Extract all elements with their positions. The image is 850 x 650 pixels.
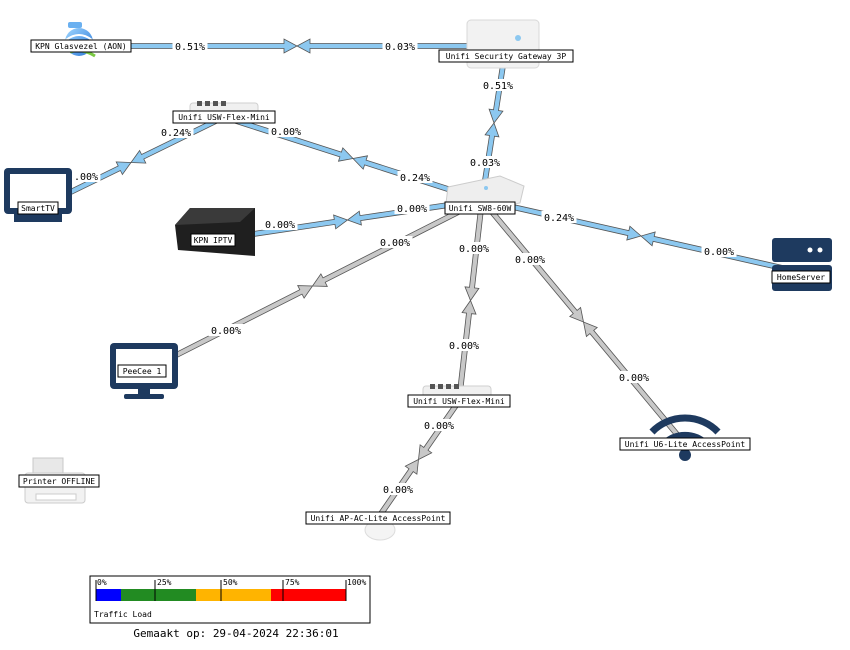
link-arrow-outbound <box>130 114 226 164</box>
node-label-u6lite[interactable]: Unifi U6-Lite AccessPoint <box>619 437 751 451</box>
link-percent-bg <box>208 324 244 336</box>
legend-band <box>96 589 121 601</box>
node-label-text: Unifi USW-Flex-Mini <box>178 113 270 122</box>
link-percent-bg <box>394 202 430 214</box>
legend-tick-25: 25% <box>157 578 172 587</box>
legend-tick-50: 50% <box>223 578 238 587</box>
node-label-text: Unifi AP-AC-Lite AccessPoint <box>311 514 446 523</box>
node-label-sw60[interactable]: Unifi SW8-60W <box>444 201 516 215</box>
node-label-printer[interactable]: Printer OFFLINE <box>18 474 100 488</box>
node-label-text: Unifi USW-Flex-Mini <box>413 397 505 406</box>
node-label-text: KPN IPTV <box>194 236 233 245</box>
link-sw60-homeserver[interactable]: 0.24% 0.00% <box>480 197 802 275</box>
node-label-text: KPN Glasvezel (AON) <box>35 42 127 51</box>
node-label-text: Unifi Security Gateway 3P <box>446 52 567 61</box>
node-label-text: Printer OFFLINE <box>23 477 95 486</box>
legend-band <box>121 589 196 601</box>
link-arrow-inbound <box>582 321 688 447</box>
link-percent-a: 0.00% <box>459 244 489 255</box>
node-label-peecee[interactable]: PeeCee 1 <box>117 364 167 378</box>
node-label-text: Unifi U6-Lite AccessPoint <box>625 440 746 449</box>
link-percent-a: 0.00% <box>515 255 545 266</box>
link-percent-bg <box>467 156 503 168</box>
link-usg-sw60[interactable]: 0.51% 0.03% <box>467 45 516 201</box>
node-label-text: HomeServer <box>777 273 825 282</box>
node-label-smarttv[interactable]: SmartTV <box>17 201 59 215</box>
node-label-apac[interactable]: Unifi AP-AC-Lite AccessPoint <box>305 511 451 525</box>
link-kpn-usg[interactable]: 0.51% 0.03% <box>87 38 507 54</box>
node-label-text: PeeCee 1 <box>123 367 162 376</box>
link-percent-bg <box>172 40 208 52</box>
link-percent-bg <box>380 483 416 495</box>
link-percent-bg <box>616 371 652 383</box>
generated-timestamp: Gemaakt op: 29-04-2024 22:36:01 <box>133 627 338 640</box>
link-sw60-flex2[interactable]: 0.00% 0.00% <box>446 199 492 402</box>
node-label-text: SmartTV <box>21 204 55 213</box>
link-percent-b: 0.00% <box>704 247 734 258</box>
link-percent-b: 0.03% <box>385 42 415 53</box>
node-label-usg[interactable]: Unifi Security Gateway 3P <box>438 49 574 63</box>
legend-tick-100: 100% <box>347 578 366 587</box>
legend-tick-0: 0% <box>97 578 107 587</box>
link-percent-b: .00% <box>74 172 98 183</box>
link-percent-bg <box>446 339 482 351</box>
link-flex2-apac[interactable]: 0.00% 0.00% <box>375 399 462 520</box>
link-percent-bg <box>71 170 101 182</box>
link-percent-a: 0.00% <box>380 238 410 249</box>
traffic-load-legend: 0% 25% 50% 75% 100% Traffic Load <box>89 575 371 624</box>
link-percent-bg <box>158 126 194 138</box>
node-label-flex1[interactable]: Unifi USW-Flex-Mini <box>172 110 276 124</box>
legend-tick-75: 75% <box>285 578 300 587</box>
link-sw60-peecee[interactable]: 0.00% 0.00% <box>141 197 484 375</box>
link-percent-b: 0.00% <box>383 485 413 496</box>
link-percent-bg <box>268 125 304 137</box>
link-percent-bg <box>512 253 548 265</box>
link-flex1-sw60[interactable]: 0.00% 0.24% <box>222 114 484 203</box>
link-percent-a: 0.51% <box>483 81 513 92</box>
link-sw60-u6lite[interactable]: 0.00% 0.00% <box>479 197 688 447</box>
link-percent-b: 0.00% <box>619 373 649 384</box>
link-percent-bg <box>262 218 298 230</box>
node-label-homeserver[interactable]: HomeServer <box>771 270 831 284</box>
link-percent-bg <box>701 245 737 257</box>
node-label-text: Unifi SW8-60W <box>449 204 512 213</box>
link-percent-bg <box>377 236 413 248</box>
link-percent-bg <box>382 40 418 52</box>
legend-band <box>271 589 346 601</box>
link-percent-a: 0.00% <box>271 127 301 138</box>
link-percent-bg <box>480 79 516 91</box>
link-percent-a: 0.00% <box>265 220 295 231</box>
link-percent-bg <box>421 419 457 431</box>
node-label-iptv[interactable]: KPN IPTV <box>190 233 236 247</box>
node-label-flex2[interactable]: Unifi USW-Flex-Mini <box>407 394 511 408</box>
link-percent-b: 0.03% <box>470 158 500 169</box>
legend-scale-bar <box>96 589 346 601</box>
legend-band <box>196 589 271 601</box>
legend-title: Traffic Load <box>94 610 152 619</box>
link-percent-bg <box>397 171 433 183</box>
link-percent-b: 0.24% <box>400 173 430 184</box>
link-percent-a: 0.00% <box>424 421 454 432</box>
node-label-kpn-glas[interactable]: KPN Glasvezel (AON) <box>30 39 132 53</box>
link-percent-a: 0.24% <box>544 213 574 224</box>
link-percent-b: 0.00% <box>449 341 479 352</box>
settop-box-icon <box>175 208 255 256</box>
link-percent-bg <box>456 242 492 254</box>
link-percent-bg <box>541 211 577 223</box>
link-percent-a: 0.24% <box>161 128 191 139</box>
link-percent-b: 0.00% <box>397 204 427 215</box>
link-percent-b: 0.00% <box>211 326 241 337</box>
link-percent-a: 0.51% <box>175 42 205 53</box>
